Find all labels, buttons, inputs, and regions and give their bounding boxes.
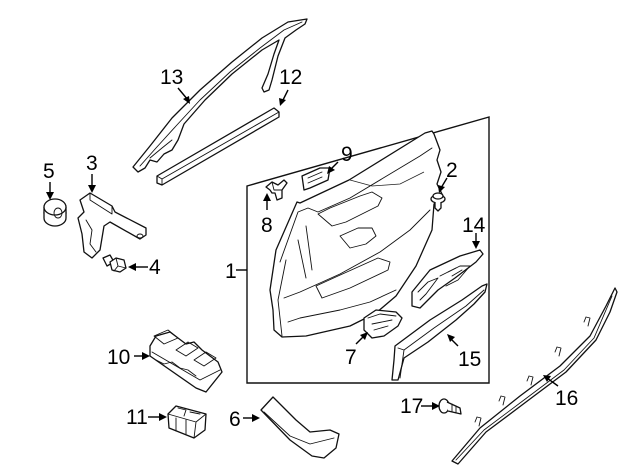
callout-12: 12 bbox=[279, 66, 302, 89]
callout-3: 3 bbox=[86, 152, 98, 175]
part-6-lower-trim-cover[interactable] bbox=[260, 396, 340, 459]
callout-1: 1 bbox=[225, 260, 237, 283]
part-15-armrest-trim[interactable] bbox=[391, 283, 488, 381]
part-14-armrest-switch-panel[interactable] bbox=[411, 249, 484, 309]
leader-lines bbox=[46, 87, 559, 422]
part-11-mirror-switch[interactable] bbox=[167, 405, 207, 439]
callout-16: 16 bbox=[555, 387, 578, 410]
callout-10: 10 bbox=[107, 346, 130, 369]
callout-9: 9 bbox=[341, 143, 353, 166]
callout-6: 6 bbox=[229, 408, 241, 431]
part-3-mounting-bracket[interactable] bbox=[77, 192, 147, 259]
assembly-boundary-box bbox=[246, 116, 490, 384]
part-17-molding-screw[interactable] bbox=[438, 398, 462, 415]
part-12-belt-weatherstrip[interactable] bbox=[156, 107, 280, 186]
callout-8: 8 bbox=[261, 214, 273, 237]
part-13-window-trim-molding[interactable] bbox=[132, 18, 308, 173]
part-4-bracket-bolt[interactable] bbox=[102, 254, 127, 273]
callout-17: 17 bbox=[400, 395, 423, 418]
part-10-window-switch[interactable] bbox=[149, 329, 223, 393]
part-9-door-handle-bezel[interactable] bbox=[301, 167, 331, 191]
callout-14: 14 bbox=[462, 214, 486, 237]
callout-2: 2 bbox=[446, 159, 458, 182]
part-1-door-trim-panel[interactable] bbox=[269, 130, 444, 338]
part-5-grommet[interactable] bbox=[43, 198, 67, 227]
callout-5: 5 bbox=[43, 160, 55, 183]
part-8-retainer-clip[interactable] bbox=[265, 179, 288, 201]
callout-15: 15 bbox=[458, 348, 481, 371]
part-7-switch-bezel[interactable] bbox=[363, 309, 403, 339]
part-16-outer-belt-molding[interactable] bbox=[451, 287, 618, 465]
part-2-trim-panel-clip[interactable] bbox=[430, 192, 446, 212]
callout-labels: 13 12 5 3 4 1 8 9 2 14 15 7 10 11 6 17 1… bbox=[43, 66, 578, 431]
callout-13: 13 bbox=[160, 66, 183, 89]
callout-7: 7 bbox=[345, 346, 357, 369]
callout-4: 4 bbox=[149, 256, 161, 279]
callout-11: 11 bbox=[126, 406, 148, 429]
